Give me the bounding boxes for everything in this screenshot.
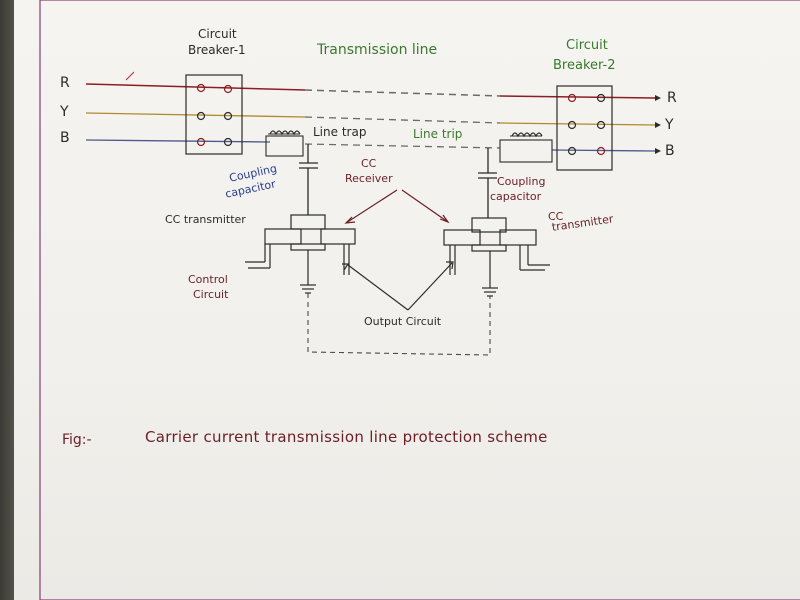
cc-receiver-label-line1: CC [361, 157, 377, 170]
coupling-capacitor-right [478, 148, 497, 218]
line-trap-left [265, 130, 304, 157]
cc-receiver-arrows [344, 189, 450, 224]
control-circuit-label-line1: Control [188, 273, 228, 286]
output-circuit-loop [307, 293, 491, 356]
transmission-line-label: Transmission line [317, 42, 438, 58]
r-line-tick [125, 71, 135, 81]
cc-transmitter-left-label: CC transmitter [165, 213, 246, 226]
coupling-capacitor-right-line1: Coupling [497, 175, 546, 188]
line-trap-right [499, 132, 553, 163]
circuit-breaker-1 [185, 74, 243, 155]
phase-y-right-label: Y [665, 117, 674, 133]
cc-transmitter-right-line1: CC [548, 210, 564, 223]
phase-b-right-label: B [665, 143, 675, 159]
control-circuit-label-line2: Circuit [193, 288, 229, 301]
cb2-label-line2: Breaker-2 [553, 58, 616, 73]
coupling-capacitor-right-line2: capacitor [490, 190, 542, 203]
cc-block-left [245, 214, 356, 294]
cc-receiver-label-line2: Receiver [345, 172, 393, 185]
line-trip-label: Line trip [413, 127, 463, 141]
phase-b-conductor [85, 139, 656, 152]
phase-r-right-label: R [667, 90, 677, 106]
line-trap-label: Line trap [313, 125, 367, 139]
cb1-label-line1: Circuit [198, 27, 237, 41]
phase-r-left-label: R [60, 75, 70, 91]
figure-caption: Carrier current transmission line protec… [145, 428, 548, 446]
phase-r-conductor [85, 83, 656, 99]
output-circuit-arrows [342, 261, 454, 311]
right-phase-arrows [655, 95, 661, 154]
phase-b-left-label: B [60, 130, 70, 146]
cc-block-right [443, 217, 550, 297]
phase-y-conductor [85, 112, 656, 126]
cb2-label-line1: Circuit [566, 38, 608, 53]
coupling-capacitor-left [299, 144, 318, 215]
circuit-breaker-2 [556, 85, 613, 171]
output-circuit-label: Output Circuit [364, 315, 442, 328]
paper-sheet [14, 0, 800, 600]
figure-prefix: Fig:- [62, 432, 92, 448]
cb1-label-line2: Breaker-1 [188, 43, 246, 57]
page-border [39, 0, 800, 600]
phase-y-left-label: Y [60, 104, 69, 120]
